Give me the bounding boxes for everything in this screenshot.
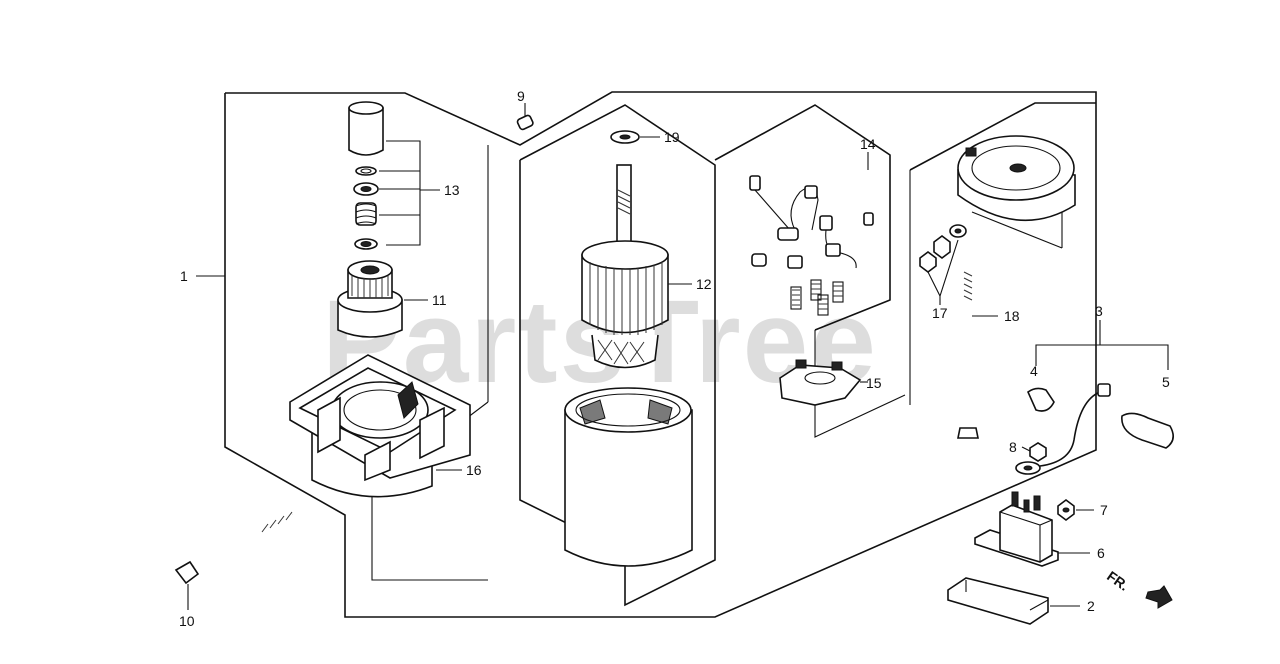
- front-direction-label: FR.: [1104, 568, 1132, 594]
- part-14-brush-set: [749, 152, 874, 316]
- callout-13: 13: [444, 182, 460, 198]
- callout-9: 9: [517, 88, 525, 104]
- part-18-long-bolt: [957, 268, 998, 439]
- part-13-pinion-stop-set: [348, 101, 440, 250]
- callout-4: 4: [1030, 363, 1038, 379]
- callout-1: 1: [180, 268, 188, 284]
- callout-16: 16: [466, 462, 482, 478]
- callout-5: 5: [1162, 374, 1170, 390]
- part-15-brush-holder: [779, 359, 868, 406]
- part-6-solenoid: [974, 491, 1090, 567]
- callout-10: 10: [179, 613, 195, 629]
- part-2-cover: [947, 577, 1080, 625]
- part-8-nut: [1021, 442, 1047, 462]
- callout-6: 6: [1097, 545, 1105, 561]
- callout-8: 8: [1009, 439, 1017, 455]
- part-10-through-bolt: [174, 511, 293, 610]
- rear-end-cover: [957, 135, 1076, 249]
- part-17-nut-washer: [919, 224, 967, 305]
- callout-11: 11: [432, 292, 447, 308]
- callout-15: 15: [866, 375, 882, 391]
- callout-7: 7: [1100, 502, 1108, 518]
- part-11-pinion-gear: [337, 260, 428, 338]
- callout-2: 2: [1087, 598, 1095, 614]
- callout-18: 18: [1004, 308, 1020, 324]
- part-12-armature: [581, 164, 692, 369]
- callout-14: 14: [860, 136, 876, 152]
- part-3-cable-assembly: [1015, 320, 1174, 475]
- part-16-drive-housing: [289, 354, 471, 498]
- callout-19: 19: [664, 129, 680, 145]
- callout-12: 12: [696, 276, 712, 292]
- motor-yoke: [564, 387, 693, 567]
- part-7-nut: [1057, 499, 1094, 521]
- part-19-washer: [610, 130, 660, 144]
- callout-17: 17: [932, 305, 948, 321]
- part-9-nut: [516, 103, 534, 131]
- front-direction-arrow: FR.: [1104, 568, 1173, 609]
- callout-3: 3: [1095, 303, 1103, 319]
